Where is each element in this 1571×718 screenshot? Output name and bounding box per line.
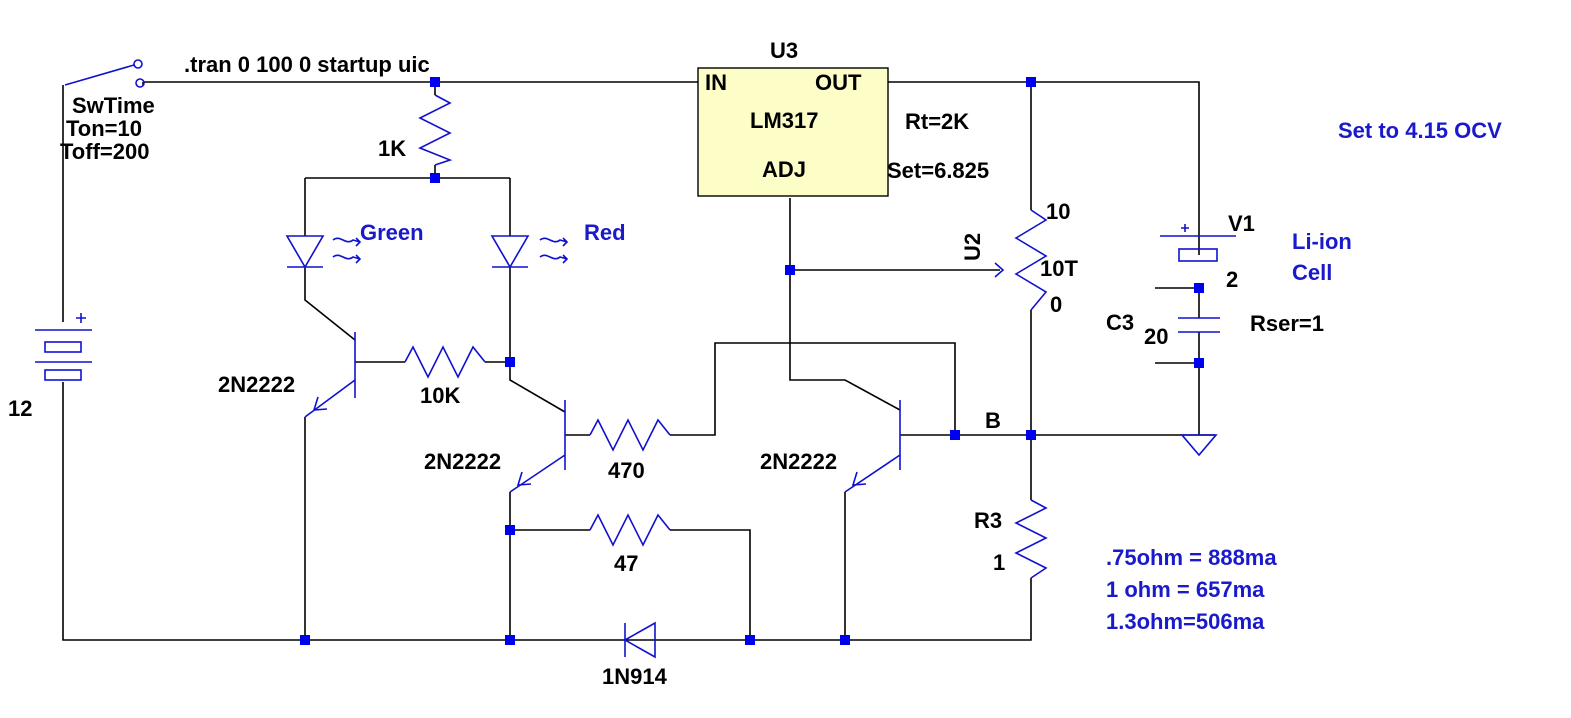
resistor-1k-symbol xyxy=(418,94,453,166)
switch-symbol xyxy=(64,59,145,88)
switch-ton: Ton=10 xyxy=(66,116,142,141)
transistor-q1-symbol xyxy=(304,332,356,418)
cell-name: V1 xyxy=(1228,211,1255,236)
cell-label-line2: Cell xyxy=(1292,260,1332,285)
transistor-q3-label: 2N2222 xyxy=(760,449,837,474)
pot-pin-bottom: 0 xyxy=(1050,292,1062,317)
capacitor-name: C3 xyxy=(1106,310,1134,335)
resistor-10k-symbol xyxy=(404,345,486,379)
note-line3: 1.3ohm=506ma xyxy=(1106,609,1265,634)
regulator-part: LM317 xyxy=(750,108,818,133)
regulator-pin-in: IN xyxy=(705,70,727,95)
wires xyxy=(62,81,1215,641)
regulator-pin-adj: ADJ xyxy=(762,157,806,182)
led-green-symbol xyxy=(285,235,362,269)
tran-directive: .tran 0 100 0 startup uic xyxy=(184,52,430,77)
diode-label: 1N914 xyxy=(602,664,668,689)
cell-value: 2 xyxy=(1226,267,1238,292)
led-green-label: Green xyxy=(360,220,424,245)
resistor-r3-name: R3 xyxy=(974,508,1002,533)
switch-name: SwTime xyxy=(72,93,155,118)
capacitor-symbol xyxy=(1178,317,1220,333)
pot-set: Set=6.825 xyxy=(887,158,989,183)
resistor-47-symbol xyxy=(589,513,671,547)
switch-toff: Toff=200 xyxy=(60,139,149,164)
node-b-label: B xyxy=(985,408,1001,433)
potentiometer-symbol xyxy=(994,209,1048,311)
transistor-q3-symbol xyxy=(844,400,901,493)
regulator-pin-out: OUT xyxy=(815,70,862,95)
led-red-symbol xyxy=(490,235,569,269)
capacitor-value: 20 xyxy=(1144,324,1168,349)
ground-symbol xyxy=(1180,434,1218,457)
pot-name: U2 xyxy=(960,233,985,261)
resistor-10k-label: 10K xyxy=(420,383,460,408)
resistor-47-label: 47 xyxy=(614,551,638,576)
battery-value: 12 xyxy=(8,396,32,421)
resistor-1k-label: 1K xyxy=(378,136,406,161)
resistor-470-symbol xyxy=(589,418,671,452)
resistor-470-label: 470 xyxy=(608,458,645,483)
regulator-name: U3 xyxy=(770,38,798,63)
diode-symbol xyxy=(623,621,656,659)
cell-rser: Rser=1 xyxy=(1250,311,1324,336)
note-line2: 1 ohm = 657ma xyxy=(1106,577,1265,602)
pot-pin-top: 10 xyxy=(1046,199,1070,224)
transistor-q2-symbol xyxy=(509,400,566,493)
led-red-label: Red xyxy=(584,220,626,245)
note-line1: .75ohm = 888ma xyxy=(1106,545,1277,570)
note-set-ocv: Set to 4.15 OCV xyxy=(1338,118,1502,143)
transistor-q1-label: 2N2222 xyxy=(218,372,295,397)
lm317-box xyxy=(697,67,889,197)
resistor-r3-symbol xyxy=(1014,499,1048,579)
pot-turns: 10T xyxy=(1040,256,1078,281)
resistor-r3-value: 1 xyxy=(993,550,1005,575)
transistor-q2-label: 2N2222 xyxy=(424,449,501,474)
junction-dots xyxy=(300,77,1204,645)
cell-label-line1: Li-ion xyxy=(1292,229,1352,254)
battery-symbol xyxy=(35,313,92,381)
cell-symbol xyxy=(1160,224,1236,262)
pot-rt: Rt=2K xyxy=(905,109,969,134)
